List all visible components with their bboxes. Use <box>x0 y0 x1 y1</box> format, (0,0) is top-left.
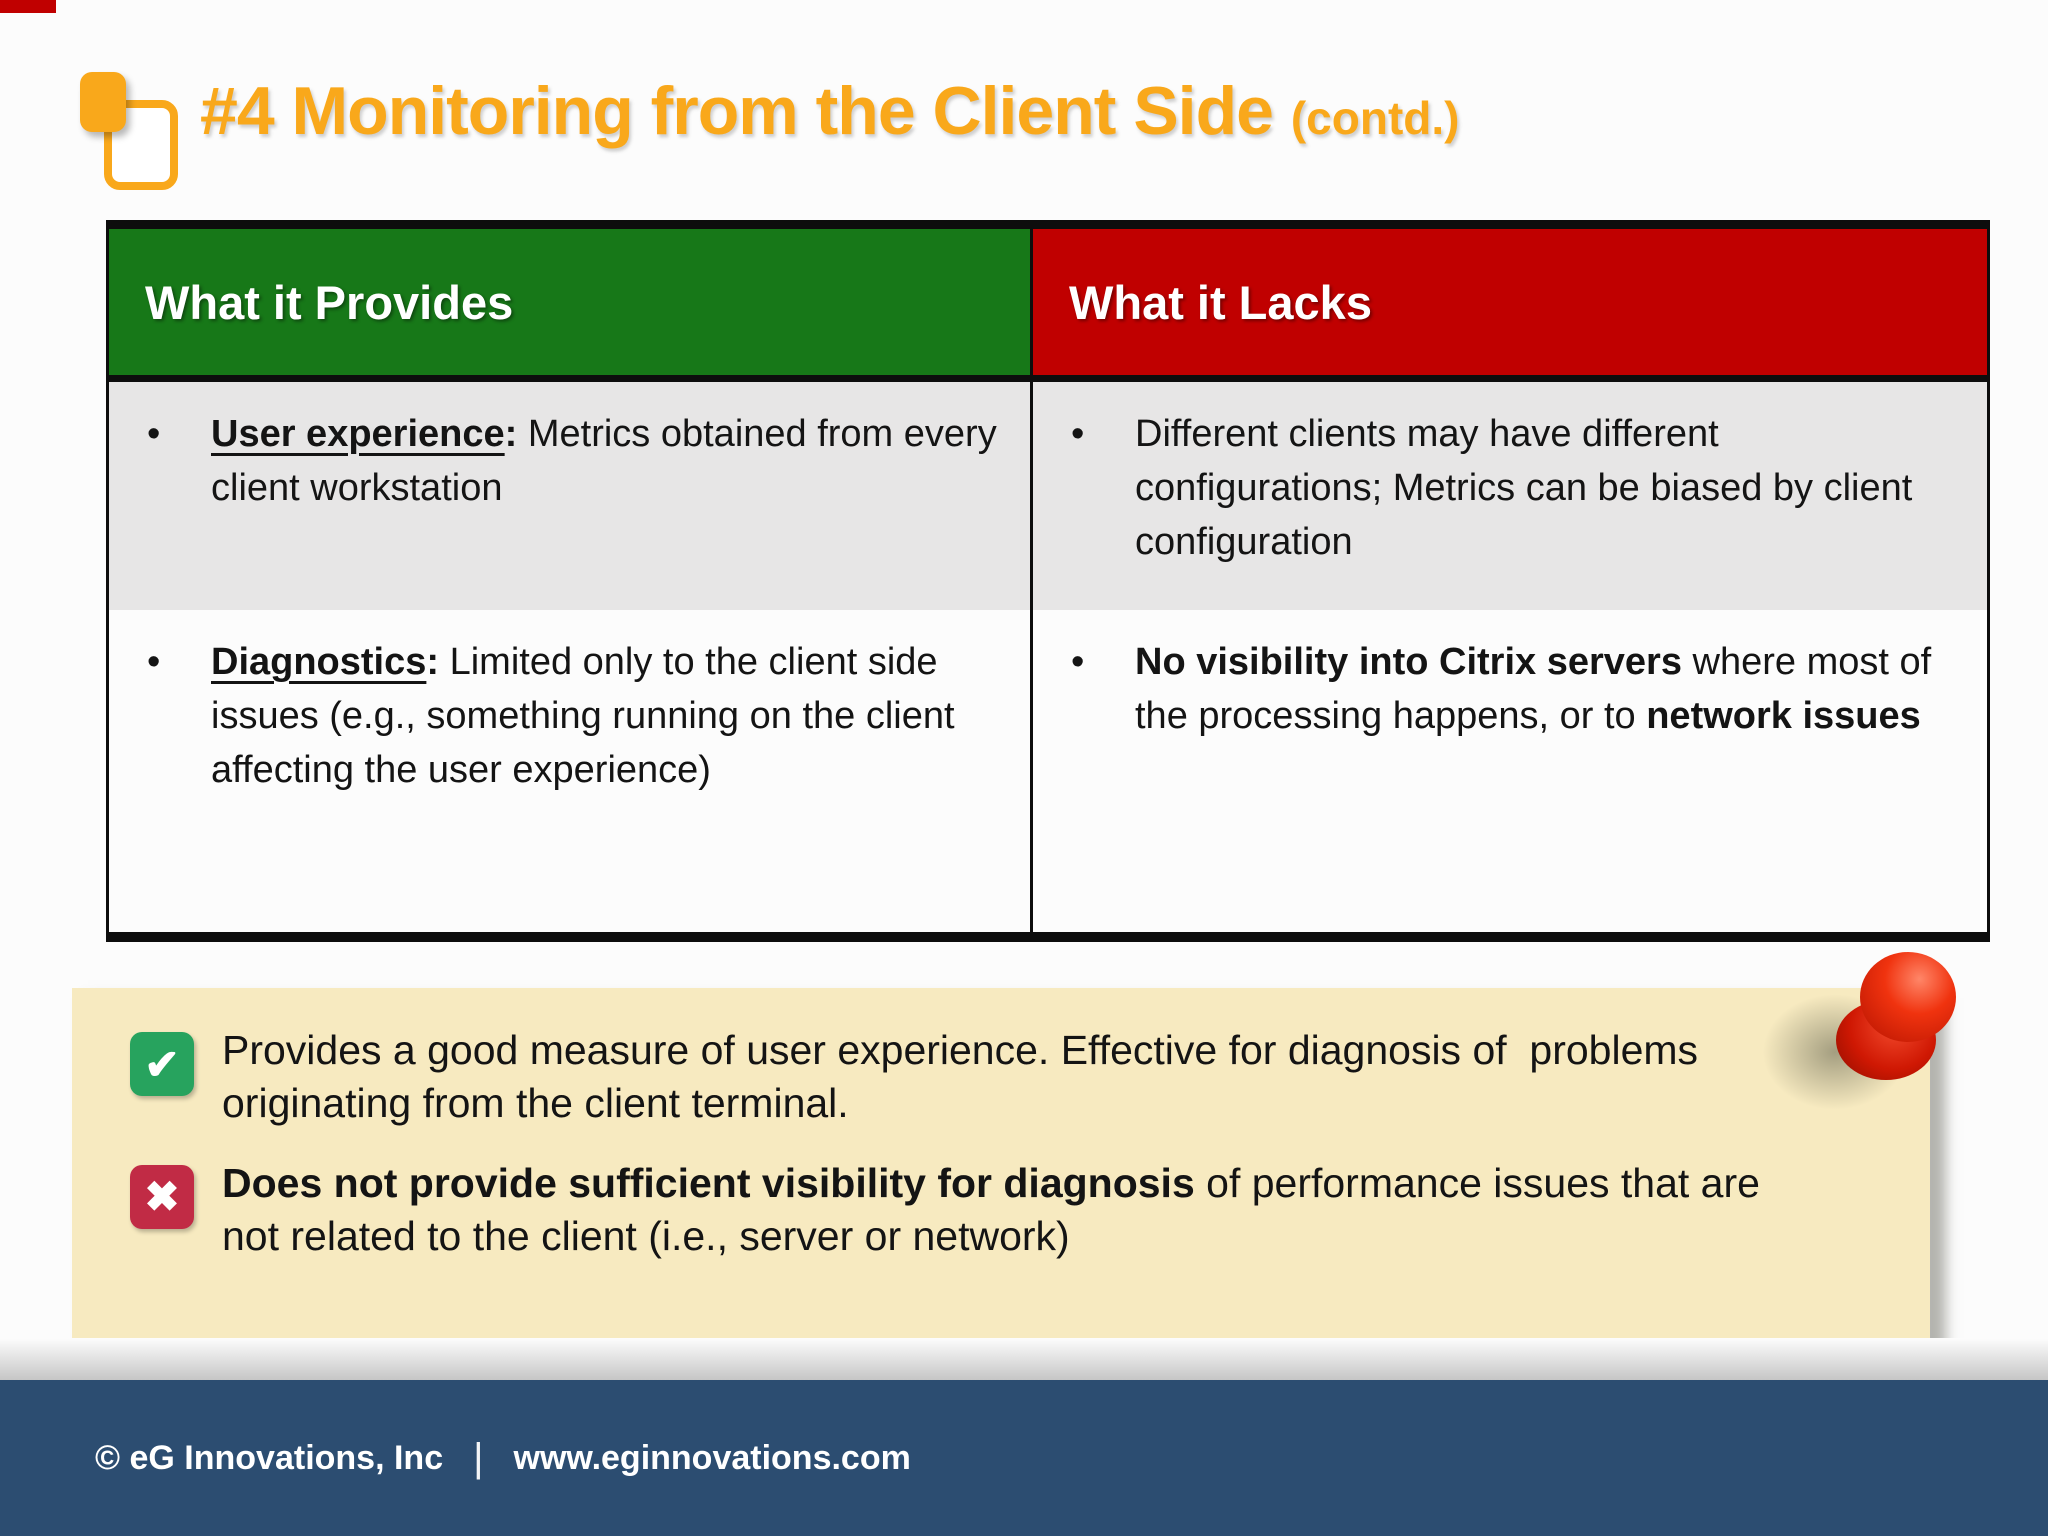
bullet-glyph: • <box>1071 641 1085 683</box>
cell-bold: No visibility into Citrix servers <box>1135 641 1682 683</box>
cell-body: Metrics obtained from every client works… <box>211 413 997 509</box>
check-icon: ✔ <box>130 1032 194 1096</box>
bullet-glyph: • <box>147 413 161 455</box>
cell-sep: : <box>504 413 518 455</box>
cell-text: User experience: Metrics obtained from e… <box>211 408 1000 590</box>
list-item: ✖ Does not provide sufficient visibility… <box>130 1157 1780 1264</box>
page-title-text: #4 Monitoring from the Client Side <box>200 73 1274 149</box>
table-row: • Diagnostics: Limited only to the clien… <box>109 610 1987 932</box>
bullet-glyph: • <box>147 641 161 683</box>
website-text: www.eginnovations.com <box>513 1438 911 1477</box>
footer-separator: | <box>473 1435 484 1480</box>
note-pro-text: Provides a good measure of user experien… <box>222 1024 1780 1131</box>
pushpin-head <box>1860 952 1956 1042</box>
cell-bold: network issues <box>1646 694 1921 737</box>
page-title: #4 Monitoring from the Client Side (cont… <box>200 72 1960 150</box>
filled-square-shape <box>80 72 126 132</box>
list-item: ✔ Provides a good measure of user experi… <box>130 1024 1780 1131</box>
title-squares-icon <box>78 70 188 190</box>
cell-body: where most of the processing happens, or… <box>1135 641 1932 737</box>
header-what-it-provides: What it Provides <box>109 229 1033 375</box>
cell-body: Limited only to the client side issues (… <box>211 641 955 791</box>
note-con-text: Does not provide sufficient visibility f… <box>222 1157 1780 1264</box>
cell-text: Diagnostics: Limited only to the client … <box>211 636 1000 912</box>
cell-term: User experience <box>211 413 505 455</box>
cell-lacks-configurations: • Different clients may have different c… <box>1033 382 1987 610</box>
comparison-table: What it Provides What it Lacks • User ex… <box>106 220 1990 942</box>
bullet-glyph: • <box>1071 413 1085 455</box>
summary-sticky-note: ✔ Provides a good measure of user experi… <box>72 988 1930 1344</box>
cell-term: Diagnostics <box>211 641 427 683</box>
copyright-text: © eG Innovations, Inc <box>95 1438 444 1477</box>
note-text-bold: Does not provide sufficient visibility f… <box>222 1159 1195 1206</box>
cell-text: Different clients may have different con… <box>1135 413 1913 563</box>
footer-gray-strip <box>0 1338 2048 1380</box>
sticky-note-content: ✔ Provides a good measure of user experi… <box>72 988 1930 1263</box>
cell-provides-user-experience: • User experience: Metrics obtained from… <box>109 382 1033 610</box>
note-text-body: Provides a good measure of user experien… <box>222 1027 1710 1127</box>
page-title-suffix: (contd.) <box>1290 92 1460 144</box>
outlined-square-shape <box>104 100 178 190</box>
cross-icon: ✖ <box>130 1164 194 1229</box>
cell-sep: : <box>426 641 440 683</box>
cell-lacks-visibility: • No visibility into Citrix servers wher… <box>1033 610 1987 932</box>
cell-text: No visibility into Citrix servers where … <box>1135 636 1957 912</box>
footer-bar: © eG Innovations, Inc | www.eginnovation… <box>0 1380 2048 1536</box>
table-row: • User experience: Metrics obtained from… <box>109 382 1987 610</box>
cell-provides-diagnostics: • Diagnostics: Limited only to the clien… <box>109 610 1033 932</box>
header-what-it-lacks: What it Lacks <box>1033 229 1987 375</box>
footer-text: © eG Innovations, Inc | www.eginnovation… <box>95 1380 911 1536</box>
top-left-red-strip <box>0 0 56 13</box>
note-text-body: of performance issues that are not relat… <box>222 1159 1772 1259</box>
pushpin-icon <box>1760 952 1978 1112</box>
table-header-row: What it Provides What it Lacks <box>109 229 1987 382</box>
